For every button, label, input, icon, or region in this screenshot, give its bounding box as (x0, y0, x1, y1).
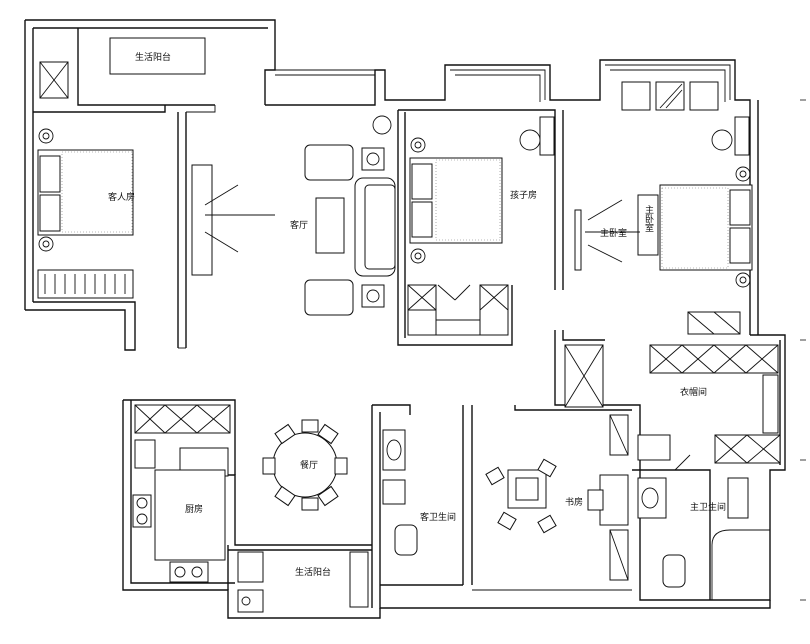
child-bedroom: 孩子房 (407, 116, 555, 336)
room-label-guest-bedroom: 客人房 (108, 191, 135, 203)
room-label-master-bath: 主卫生间 (690, 501, 726, 513)
room-label-dining: 餐厅 (300, 459, 318, 471)
master-bedroom: 主卧室 主卧室 (574, 81, 753, 288)
dining-area: 餐厅 (262, 419, 348, 511)
laundry-balcony: 生活阳台 (237, 551, 369, 613)
room-label-cloakroom: 衣帽间 (680, 386, 707, 398)
room-label-master-bedroom: 主卧室 (600, 227, 627, 239)
wardrobe-guest (37, 269, 134, 299)
room-label-study: 书房 (565, 496, 583, 508)
room-label-child-bedroom: 孩子房 (510, 189, 537, 201)
outer-walls (24, 19, 786, 619)
kitchen: 厨房 (132, 404, 231, 583)
room-label-kitchen: 厨房 (185, 503, 203, 515)
room-label-living: 客厅 (290, 219, 308, 231)
master-bed-sign: 主卧室 (643, 204, 654, 232)
balcony-top: 生活阳台 (39, 37, 206, 99)
wardrobe-child (407, 284, 509, 336)
guest-bathroom: 客卫生间 (382, 429, 456, 556)
study: 书房 (485, 414, 629, 581)
master-bathroom: 主卫生间 (637, 434, 771, 600)
room-label-guest-bath: 客卫生间 (420, 511, 456, 523)
living-room: 客厅 (191, 115, 396, 316)
room-label-balcony-top: 生活阳台 (135, 51, 171, 63)
dimension-ticks (800, 99, 806, 601)
guest-bedroom: 客人房 (37, 128, 135, 299)
cloakroom: 衣帽间 (564, 311, 781, 464)
room-label-laundry-balcony: 生活阳台 (295, 566, 331, 578)
